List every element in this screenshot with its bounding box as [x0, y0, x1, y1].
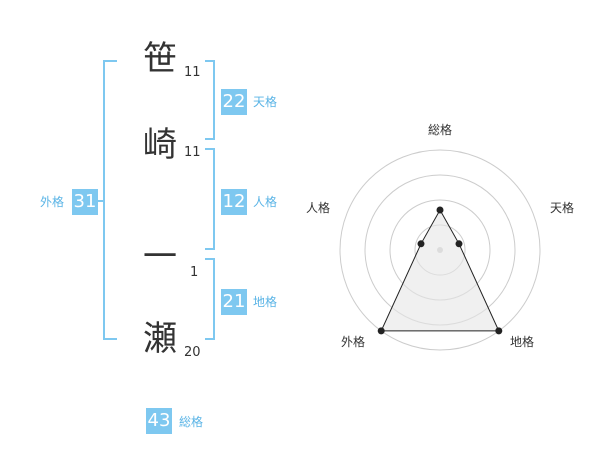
soukaku-label: 総格 [179, 415, 204, 429]
jinkaku-bracket [205, 148, 215, 250]
name-char-4: 瀬 [143, 319, 177, 359]
radar-axis-label-chikaku: 地格 [510, 335, 535, 349]
stroke-count-2: 11 [184, 145, 201, 160]
radar-point-3 [495, 327, 503, 335]
stroke-count-1: 11 [184, 65, 201, 80]
name-char-1: 笹 [143, 39, 177, 79]
tenkaku-label: 天格 [253, 95, 278, 109]
tenkaku-score: 22 [221, 89, 247, 115]
name-char-2: 崎 [143, 125, 177, 165]
soukaku-score: 43 [146, 408, 172, 434]
radar-axis-label-soukaku: 総格 [428, 123, 453, 137]
stroke-count-4: 20 [184, 345, 201, 360]
jinkaku-score: 12 [221, 189, 247, 215]
gaikaku-label: 外格 [40, 195, 65, 209]
radar-point-4 [377, 327, 385, 335]
radar-polygon [380, 208, 500, 332]
radar-point-1 [436, 206, 444, 214]
chikaku-bracket [205, 258, 215, 340]
tenkaku-bracket [205, 60, 215, 140]
name-char-3: 一 [143, 237, 177, 277]
radar-point-2 [455, 240, 463, 248]
radar-axis-label-tenkaku: 天格 [550, 201, 575, 215]
jinkaku-label: 人格 [253, 195, 278, 209]
gaikaku-score: 31 [72, 189, 98, 215]
chikaku-label: 地格 [253, 295, 278, 309]
chikaku-score: 21 [221, 289, 247, 315]
radar-axis-label-gaikaku: 外格 [341, 335, 366, 349]
radar-axis-label-jinkaku: 人格 [306, 201, 331, 215]
stroke-count-3: 1 [190, 265, 199, 280]
radar-ring-4 [339, 149, 541, 351]
radar-point-5 [417, 240, 425, 248]
